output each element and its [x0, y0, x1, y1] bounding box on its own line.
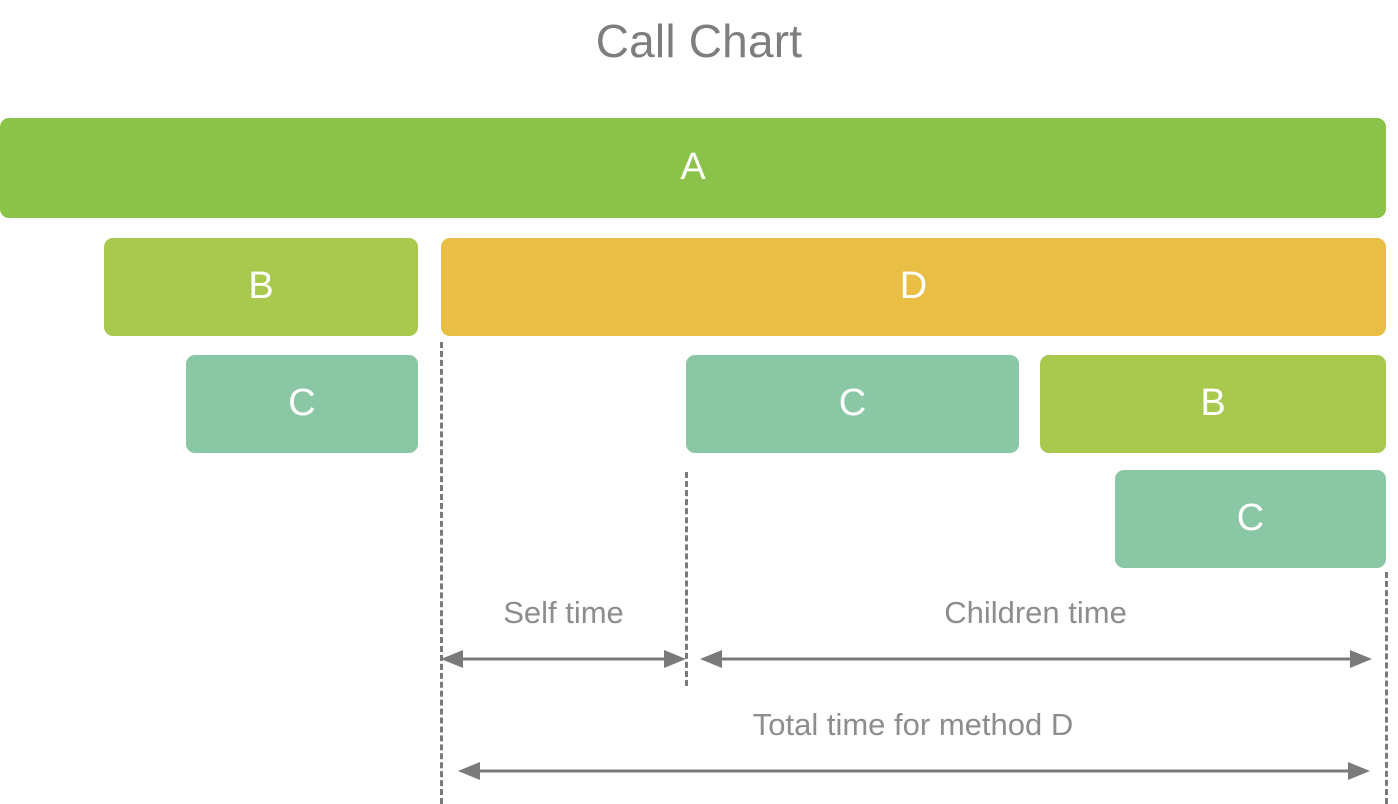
page-title: Call Chart: [595, 15, 803, 67]
call-bar-c-right[interactable]: C: [1115, 470, 1386, 568]
self-time-arrow: [441, 648, 686, 670]
total-time-arrow: [458, 760, 1370, 782]
call-bar-label: D: [899, 264, 928, 307]
call-bar-label: B: [1200, 381, 1226, 424]
call-bar-label: C: [288, 381, 316, 424]
call-bar-label: C: [838, 381, 867, 424]
call-bar-label: B: [248, 264, 274, 307]
call-bar-label: A: [680, 145, 706, 188]
call-bar-b-level1[interactable]: B: [104, 238, 418, 336]
call-bar-d[interactable]: D: [441, 238, 1386, 336]
guide-line-d-end: [1385, 572, 1388, 804]
total-time-label: Total time for method D: [752, 707, 1074, 742]
call-bar-b-level2[interactable]: B: [1040, 355, 1386, 453]
children-time-label: Children time: [944, 595, 1127, 630]
guide-line-self-children-split: [685, 472, 688, 686]
call-bar-c-left[interactable]: C: [186, 355, 418, 453]
call-bar-label: C: [1236, 496, 1265, 539]
guide-line-d-start: [440, 342, 443, 804]
call-bar-c-middle[interactable]: C: [686, 355, 1019, 453]
call-bar-a[interactable]: A: [0, 118, 1386, 218]
self-time-label: Self time: [503, 595, 624, 630]
children-time-arrow: [700, 648, 1372, 670]
